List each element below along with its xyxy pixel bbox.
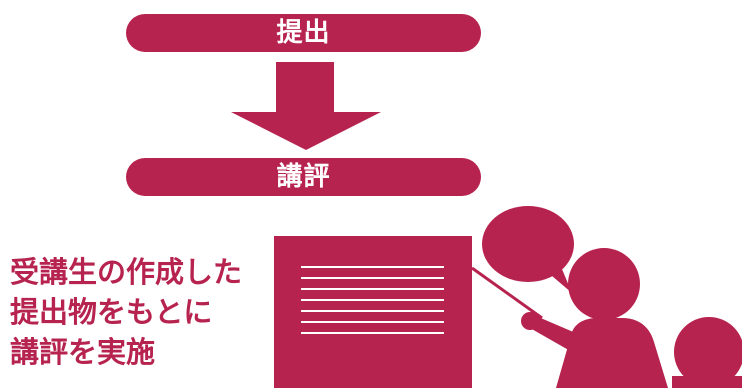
board-text-line bbox=[301, 266, 444, 268]
down-arrow-icon bbox=[231, 62, 381, 150]
step-review: 講評 bbox=[126, 158, 481, 196]
pointer-icon bbox=[471, 266, 543, 320]
presenter-with-pointer-icon bbox=[521, 248, 668, 388]
description-line-1: 受講生の作成した bbox=[10, 255, 243, 289]
board-text-line bbox=[301, 332, 444, 334]
document-board-icon bbox=[274, 236, 472, 388]
description-line-2: 提出物をもとに bbox=[10, 295, 213, 329]
description-line-3: 講評を実施 bbox=[10, 335, 156, 369]
board-text-line bbox=[301, 321, 444, 323]
step-review-label: 講評 bbox=[276, 162, 331, 192]
listener-icon bbox=[672, 317, 742, 388]
step-submit-label: 提出 bbox=[276, 18, 331, 48]
board-text-line bbox=[301, 288, 444, 290]
board-text-line bbox=[301, 299, 444, 301]
step-submit: 提出 bbox=[126, 14, 481, 52]
description-text: 受講生の作成した 提出物をもとに 講評を実施 bbox=[10, 252, 242, 372]
board-text-line bbox=[301, 277, 444, 279]
board-text-line bbox=[301, 310, 444, 312]
speech-bubble-icon bbox=[482, 206, 574, 293]
